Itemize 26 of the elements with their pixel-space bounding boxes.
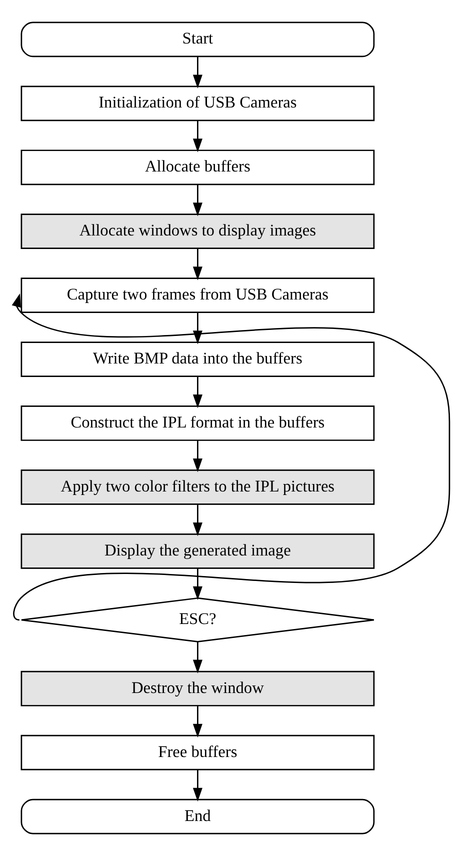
arrow [192,568,202,600]
arrow [192,184,202,216]
arrow [12,292,450,620]
arrow [192,248,202,280]
node-box: Destroy the window [20,670,375,706]
node-diamond: ESC? [20,596,375,642]
node-box: Write BMP data into the buffers [20,341,375,376]
node-box: Initialization of USB Cameras [20,85,375,121]
arrow [192,504,202,536]
arrow [192,312,202,344]
node-box: Allocate windows to display images [20,213,375,249]
arrow [192,706,202,737]
node-box: Capture two frames from USB Cameras [20,277,375,312]
arrow [192,120,202,152]
arrow [192,376,202,408]
node-box: Apply two color filters to the IPL pictures [20,469,375,504]
arrow [192,641,202,673]
node-box: Allocate buffers [20,149,375,185]
node-box: Construct the IPL format in the buffers [20,405,375,440]
node-box: Start [20,21,375,57]
arrow [192,770,202,801]
node-box: Display the generated image [20,532,375,568]
node-box: Free buffers [20,734,375,770]
node-box: End [20,798,375,834]
arrow [192,440,202,472]
arrow [192,56,202,88]
